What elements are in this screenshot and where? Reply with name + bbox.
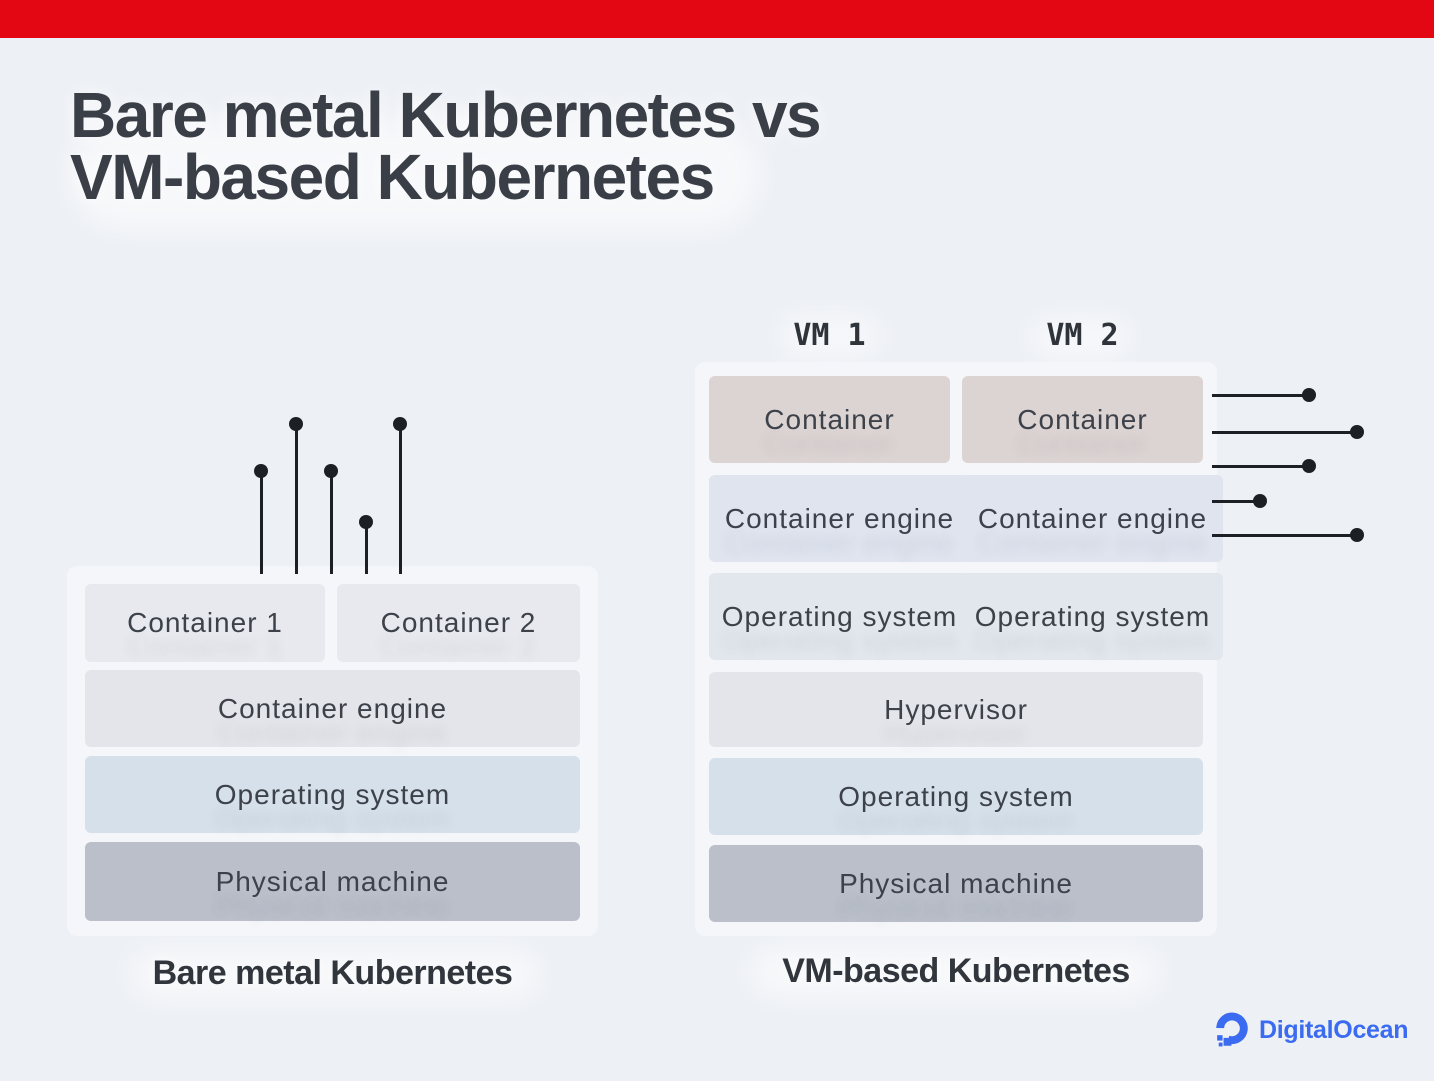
vm2-container-label: Container: [1017, 403, 1148, 435]
vm-host-os-box: Operating system: [709, 758, 1203, 835]
horizontal-pin-icon: [1212, 388, 1316, 402]
bare-metal-os-box: Operating system: [85, 756, 580, 833]
vm2-os-box: Operating system: [962, 573, 1223, 660]
vertical-pin-icon: [393, 417, 407, 574]
page-title-line1: Bare metal Kubernetes vs: [70, 79, 822, 151]
bare-metal-container-2-label: Container 2: [380, 607, 537, 638]
page-title: Bare metal Kubernetes vs VM-based Kubern…: [70, 83, 822, 209]
vm2-container-engine-box: Container engine: [962, 475, 1223, 562]
digitalocean-logo-icon: [1216, 1012, 1248, 1047]
hypervisor-box: Hypervisor: [709, 672, 1203, 747]
vm-physical-machine-label: Physical machine: [839, 867, 1073, 899]
horizontal-pin-icon: [1212, 425, 1364, 439]
vertical-pin-icon: [324, 464, 338, 574]
vm1-label: VM 1: [793, 318, 866, 353]
bare-metal-container-2-box: Container 2: [337, 584, 580, 662]
vm-based-caption: VM-based Kubernetes: [782, 952, 1130, 990]
digitalocean-logo: DigitalOcean: [1214, 1012, 1409, 1048]
left-caption-halo: [130, 948, 540, 1000]
vm1-container-engine-box: Container engine: [709, 475, 970, 562]
horizontal-pin-icon: [1212, 459, 1316, 473]
vm1-container-engine-label: Container engine: [724, 502, 955, 534]
vertical-pin-icon: [289, 417, 303, 574]
vm-physical-machine-box: Physical machine: [709, 845, 1203, 922]
horizontal-pin-icon: [1212, 528, 1364, 542]
page-title-line2: VM-based Kubernetes: [70, 141, 715, 213]
digitalocean-logo-text: DigitalOcean: [1259, 1015, 1409, 1044]
vm2-label-halo: [1030, 318, 1130, 358]
horizontal-pin-icon: [1212, 494, 1267, 508]
vm1-label-halo: [780, 316, 880, 356]
bare-metal-physical-machine-label: Physical machine: [215, 865, 450, 897]
bare-metal-os-label: Operating system: [214, 778, 451, 810]
vertical-pin-icon: [359, 515, 373, 574]
vm1-container-box: Container: [709, 376, 950, 463]
vm1-os-box: Operating system: [709, 573, 970, 660]
vm1-os-label: Operating system: [721, 600, 958, 632]
title-halo: [70, 120, 760, 230]
vm1-container-label: Container: [764, 403, 895, 435]
bare-metal-container-1-box: Container 1: [85, 584, 325, 662]
bare-metal-container-1-label: Container 1: [127, 607, 283, 638]
vm2-container-engine-label: Container engine: [977, 502, 1208, 534]
bare-metal-caption: Bare metal Kubernetes: [152, 954, 513, 992]
top-red-bar: [0, 0, 1434, 38]
vm2-os-label: Operating system: [974, 600, 1211, 632]
vertical-pin-icon: [254, 464, 268, 574]
right-caption-halo: [750, 946, 1160, 998]
vm-host-os-label: Operating system: [838, 780, 1074, 812]
bare-metal-container-engine-box: Container engine: [85, 670, 580, 747]
bare-metal-physical-machine-box: Physical machine: [85, 842, 580, 921]
vm2-label: VM 2: [1046, 318, 1119, 353]
vm2-container-box: Container: [962, 376, 1203, 463]
bare-metal-container-engine-label: Container engine: [217, 692, 448, 724]
hypervisor-label: Hypervisor: [884, 693, 1028, 725]
